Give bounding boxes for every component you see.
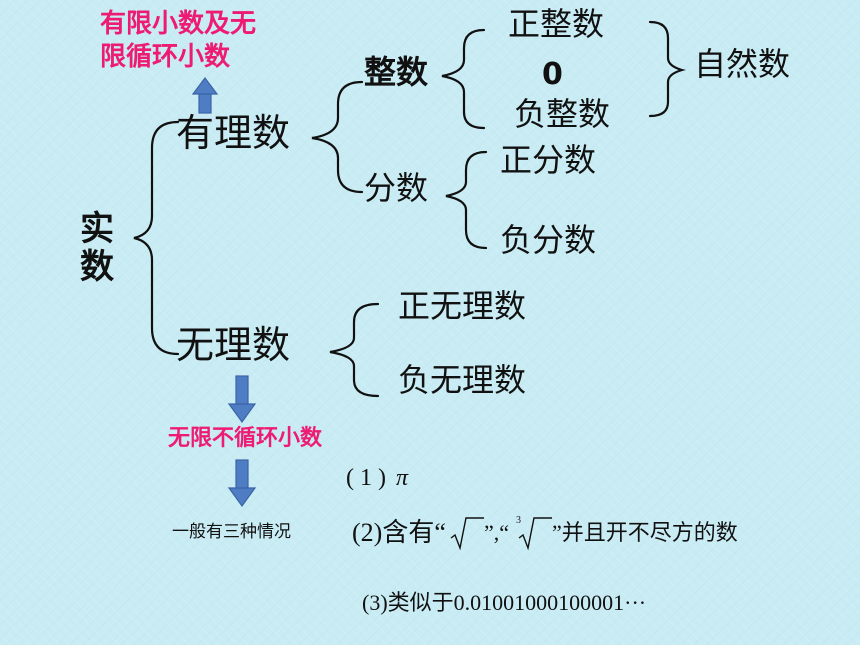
label-irrational: 无理数 xyxy=(176,323,291,367)
cbrt-sign xyxy=(518,517,552,551)
label-negative-integer: 负整数 xyxy=(514,95,611,133)
case-1-number: ( 1 ) xyxy=(346,465,386,491)
label-rational: 有理数 xyxy=(176,111,291,155)
label-negative-fraction: 负分数 xyxy=(500,221,597,259)
label-integer: 整数 xyxy=(364,53,429,91)
note-nonrepeating-decimals: 无限不循环小数 xyxy=(168,426,323,451)
note-top-line2: 限循环小数 xyxy=(100,42,231,73)
arrow-down-2 xyxy=(227,459,257,508)
brace-integer xyxy=(441,28,486,130)
label-fraction: 分数 xyxy=(364,169,429,207)
note-finite-decimals: 有限小数及无 限循环小数 xyxy=(100,8,256,75)
label-positive-irrational: 正无理数 xyxy=(398,287,527,325)
brace-irrational xyxy=(329,302,380,398)
label-negative-irrational: 负无理数 xyxy=(398,361,527,399)
note-top-line1: 有限小数及无 xyxy=(100,9,257,39)
cases-label: 一般有三种情况 xyxy=(172,522,291,542)
label-natural-number: 自然数 xyxy=(694,45,791,83)
sqrt-sign xyxy=(450,517,484,551)
case-2-suffix: ”并且开不尽方的数 xyxy=(552,520,738,545)
arrow-up xyxy=(191,77,219,114)
label-real-char2: 数 xyxy=(80,247,114,287)
case-2-mid: ”,“ xyxy=(484,520,510,545)
brace-fraction xyxy=(445,150,488,250)
label-positive-fraction: 正分数 xyxy=(500,141,597,179)
case-2-prefix: (2)含有“ xyxy=(352,518,446,547)
brace-rational xyxy=(311,80,364,194)
label-positive-integer: 正整数 xyxy=(508,5,605,43)
pi-symbol: π xyxy=(395,465,409,491)
brace-natural xyxy=(648,20,687,118)
case-3: (3)类似于0.01001000100001··· xyxy=(362,590,647,615)
label-real: 实 数 xyxy=(80,212,114,284)
label-zero: 0 xyxy=(542,57,563,92)
label-real-char1: 实 xyxy=(80,209,114,249)
cube-root-index: 3 xyxy=(516,515,521,526)
case-2: (2)含有“ xyxy=(352,520,446,546)
brace-real xyxy=(133,120,180,356)
arrow-down-1 xyxy=(227,375,257,424)
case-1: ( 1 ) π xyxy=(346,466,408,490)
